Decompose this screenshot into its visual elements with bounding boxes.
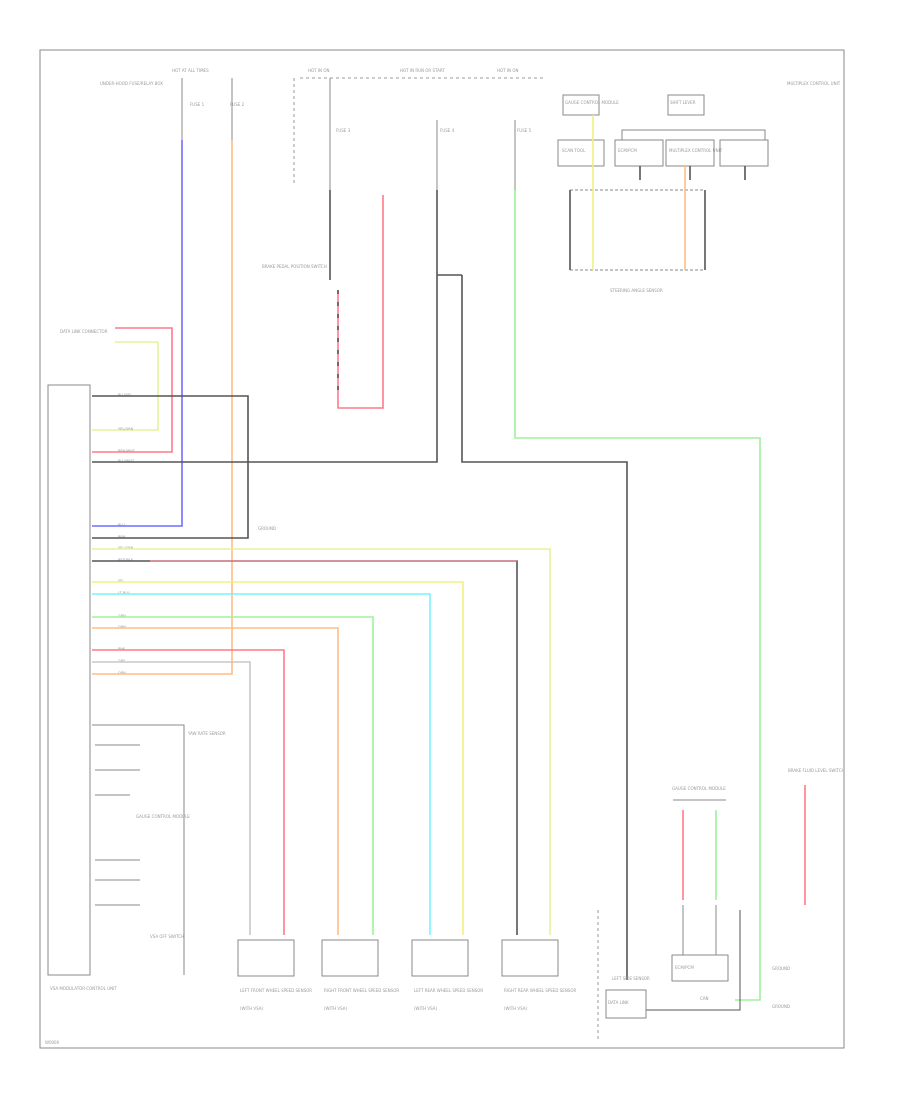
right-top-components (557, 94, 769, 271)
wire-label-5: BLU (118, 523, 125, 527)
wheel-sensor-3-sub: (WITH VSA) (414, 1006, 438, 1011)
diagram-code: W0000 (45, 1040, 60, 1045)
wheel-sensor-2-name: RIGHT FRONT WHEEL SPEED SENSOR (324, 988, 399, 993)
fuse-3-label: FUSE 3 (336, 128, 351, 133)
sensor-bracket (92, 724, 185, 975)
lower-box-1-label: DATA LINK (608, 1000, 629, 1005)
control-unit-label: VSA MODULATOR-CONTROL UNIT (50, 986, 117, 991)
header-far-right-note: MULTIPLEX CONTROL UNIT (787, 81, 841, 86)
wheel-sensor-1-name: LEFT FRONT WHEEL SPEED SENSOR (240, 988, 312, 993)
header-left-fuse: HOT AT ALL TIMES (172, 68, 209, 73)
steering-sensor-wires (569, 115, 766, 270)
wire-label-14: GRY (118, 659, 126, 663)
lower-caption-label: GAUGE CONTROL MODULE (672, 786, 726, 791)
right-top-b-label: SHIFT LEVER (670, 100, 696, 105)
brake-switch-label: BRAKE PEDAL POSITION SWITCH (262, 264, 327, 269)
wire-label-8: RED/BLK (118, 558, 134, 562)
ground-label: GROUND (258, 526, 276, 531)
vsa-off-label: VSA OFF SWITCH (150, 934, 184, 939)
brake-switch-wires (329, 190, 384, 409)
wire-label-7: YEL/GRN (118, 546, 134, 550)
wire-label-2: YEL/GRN (118, 427, 134, 431)
wire-label-9: YEL (118, 579, 124, 583)
header-mid-fuse: HOT IN ON (308, 68, 329, 73)
can-bus-label: CAN (700, 996, 709, 1001)
right-box-3-label: MULTIPLEX CONTROL UNIT (669, 148, 723, 153)
wire-label-10: LT BLU (118, 591, 130, 595)
diagram-border (39, 49, 845, 1049)
header-fuse-caption: UNDER-HOOD FUSE/RELAY BOX (100, 81, 163, 86)
wheel-sensor-boxes (237, 939, 559, 977)
wheel-sensor-3-name: LEFT REAR WHEEL SPEED SENSOR (414, 988, 483, 993)
fuse-2-label: FUSE 2 (230, 102, 245, 107)
data-link-wires (92, 327, 173, 453)
left-tach-label: LEFT SIDE SENSOR (612, 976, 650, 981)
wire-label-4: BLU/WHT (118, 459, 135, 463)
internal-switch-lines (95, 744, 140, 906)
right-box-1-label: SCAN TOOL (562, 148, 586, 153)
fuse-box-boundary (293, 77, 545, 185)
wheel-sensor-1-sub: (WITH VSA) (240, 1006, 264, 1011)
control-unit-body (47, 384, 91, 976)
right-top-a-label: GAUGE CONTROL MODULE (565, 100, 619, 105)
wire-label-15: ORN (118, 671, 126, 675)
lower-right-wires (597, 785, 806, 1040)
wire-label-12: ORN (118, 625, 126, 629)
header-mid-label: HOT IN RUN OR START (400, 68, 445, 73)
wheel-sensor-2-sub: (WITH VSA) (324, 1006, 348, 1011)
header-right-fuse: HOT IN ON (497, 68, 518, 73)
right-box-2-label: ECM/PCM (618, 148, 637, 153)
wire-label-13: PNK (118, 647, 126, 651)
lower-right-boxes (605, 954, 729, 1019)
wire-label-1: BLU/YEL (118, 393, 132, 397)
data-link-label: DATA LINK CONNECTOR (60, 329, 108, 334)
gauge-ctrl-label: GAUGE CONTROL MODULE (136, 814, 190, 819)
fuse-stubs (181, 78, 516, 190)
lower-box-3-label: GROUND (772, 966, 790, 971)
fuse-1-label: FUSE 1 (190, 102, 205, 107)
yaw-sensor-label: YAW RATE SENSOR (187, 731, 226, 736)
wire-label-3: BRN/WHT (118, 449, 136, 453)
wheel-sensor-4-name: RIGHT REAR WHEEL SPEED SENSOR (504, 988, 576, 993)
wire-label-11: GRN (118, 614, 126, 618)
main-harness (92, 140, 761, 1001)
wheel-sensor-4-sub: (WITH VSA) (504, 1006, 528, 1011)
fuse-5-label: FUSE 5 (517, 128, 532, 133)
brake-fluid-label: BRAKE FLUID LEVEL SWITCH (788, 768, 845, 773)
lower-box-4-label: GROUND (772, 1004, 790, 1009)
steering-angle-label: STEERING ANGLE SENSOR (610, 288, 663, 293)
fuse-4-label: FUSE 4 (440, 128, 455, 133)
lower-box-2-label: ECM/PCM (675, 965, 694, 970)
wire-label-6: BRN (118, 535, 126, 539)
